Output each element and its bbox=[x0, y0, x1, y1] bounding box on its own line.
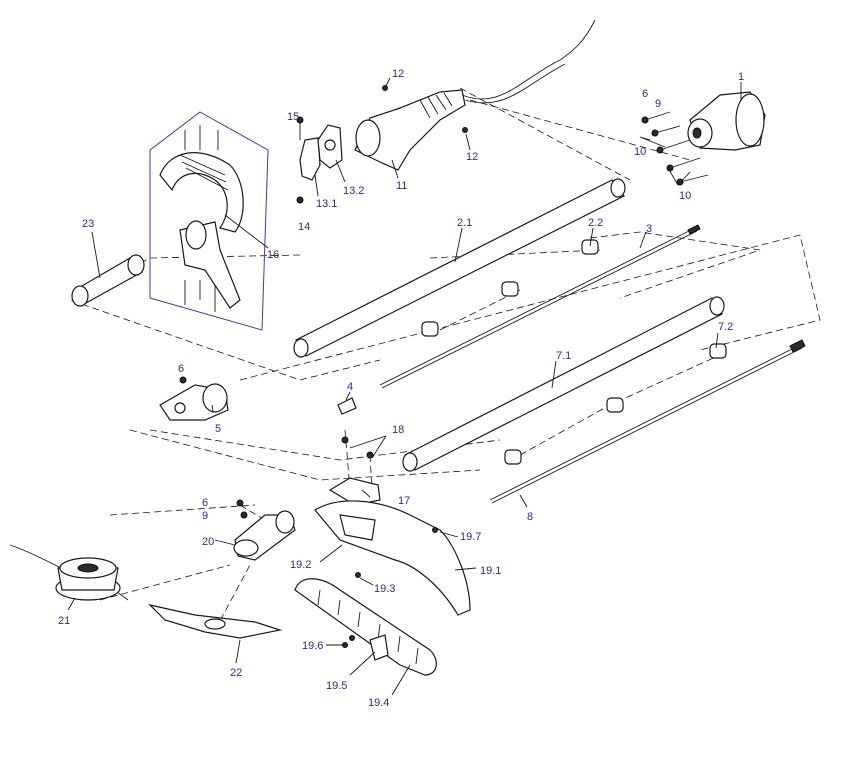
upper-drive-tube bbox=[293, 178, 626, 358]
callout-15: 15 bbox=[287, 111, 299, 123]
lower-drive-shaft bbox=[489, 339, 806, 504]
callout-13-1: 13.1 bbox=[316, 198, 337, 210]
tube-bushings-upper bbox=[421, 239, 599, 337]
callout-12-top: 12 bbox=[392, 68, 404, 80]
tube-bushings-lower bbox=[504, 343, 727, 465]
callout-22: 22 bbox=[230, 667, 242, 679]
callout-11: 11 bbox=[396, 180, 407, 192]
callout-19-2: 19.2 bbox=[290, 559, 311, 571]
callout-6-housing: 6 bbox=[642, 88, 648, 100]
guard-clamp bbox=[328, 436, 381, 506]
callout-5: 5 bbox=[215, 423, 221, 435]
callout-9-gearhead: 9 bbox=[202, 510, 208, 522]
callout-6-gearhead: 6 bbox=[202, 497, 208, 509]
callout-6-coupler: 6 bbox=[178, 363, 184, 375]
callout-19-1: 19.1 bbox=[480, 565, 501, 577]
callout-4: 4 bbox=[347, 381, 353, 393]
callout-12-bottom: 12 bbox=[466, 151, 478, 163]
throttle-handle bbox=[354, 19, 596, 171]
lower-drive-tube bbox=[402, 296, 725, 472]
callout-2-2: 2.2 bbox=[588, 217, 603, 229]
clutch-housing bbox=[687, 91, 766, 151]
callout-10-upper: 10 bbox=[634, 146, 646, 158]
callout-19-6: 19.6 bbox=[302, 640, 323, 652]
handle-screws-12 bbox=[382, 85, 468, 133]
callout-3: 3 bbox=[646, 223, 652, 235]
callout-17: 17 bbox=[398, 495, 410, 507]
callout-14: 14 bbox=[298, 221, 310, 233]
loop-handle-frame bbox=[149, 111, 269, 331]
callout-8: 8 bbox=[527, 511, 533, 523]
callout-19-3: 19.3 bbox=[374, 583, 395, 595]
loop-handle bbox=[159, 125, 244, 312]
callout-9-housing: 9 bbox=[655, 98, 661, 110]
callout-16: 16 bbox=[267, 249, 279, 261]
callout-19-4: 19.4 bbox=[368, 697, 389, 709]
callout-1: 1 bbox=[738, 71, 744, 83]
callout-2-1: 2.1 bbox=[457, 217, 472, 229]
callout-19-5: 19.5 bbox=[326, 680, 347, 692]
callout-7-2: 7.2 bbox=[718, 321, 733, 333]
coupler-pin bbox=[337, 397, 357, 415]
trimmer-head bbox=[9, 544, 129, 601]
tube-coupler bbox=[159, 376, 229, 421]
debris-guard bbox=[314, 500, 471, 616]
upper-drive-shaft bbox=[379, 224, 701, 389]
callout-7-1: 7.1 bbox=[556, 350, 571, 362]
callout-labels: 1 2.1 2.2 3 4 5 6 6 6 7.1 7.2 8 9 9 10 1… bbox=[58, 68, 744, 709]
grip-sleeve bbox=[71, 254, 145, 307]
callout-20: 20 bbox=[202, 536, 214, 548]
callout-19-7: 19.7 bbox=[460, 531, 481, 543]
housing-screws bbox=[641, 111, 709, 186]
handle-clamp bbox=[296, 116, 343, 204]
gear-head bbox=[233, 499, 296, 561]
leader-lines bbox=[67, 77, 742, 696]
guard-skirt bbox=[294, 578, 437, 676]
callout-21: 21 bbox=[58, 615, 70, 627]
callout-23: 23 bbox=[82, 218, 94, 230]
callout-18: 18 bbox=[392, 424, 404, 436]
cutting-blade bbox=[148, 603, 283, 639]
callout-13-2: 13.2 bbox=[343, 185, 364, 197]
callout-10-lower: 10 bbox=[679, 190, 691, 202]
